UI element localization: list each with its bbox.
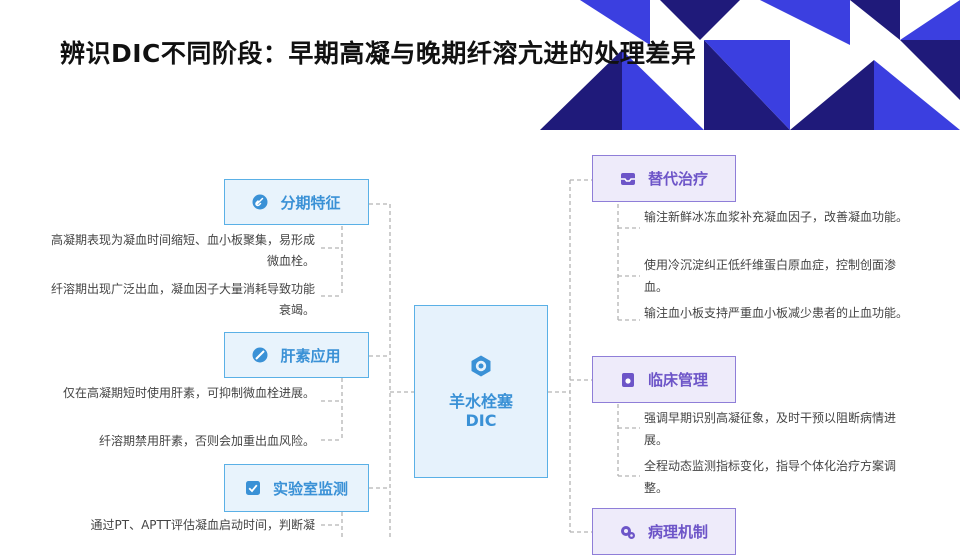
- leaf-text: 纤溶期禁用肝素，否则会加重出血风险。: [50, 431, 315, 452]
- hexagon-gear-icon: [469, 354, 493, 382]
- connector-leaves-4: [618, 204, 640, 320]
- link-icon: [252, 194, 268, 210]
- node-label: 临床管理: [648, 369, 708, 390]
- connector-leaves-2: [321, 378, 342, 440]
- node-tidai-zhiliao: 替代治疗: [592, 155, 736, 202]
- leaf-text: 输注血小板支持严重血小板减少患者的止血功能。: [644, 302, 916, 324]
- node-label: 病理机制: [648, 521, 708, 542]
- connector-leaves-1: [321, 226, 342, 296]
- node-linchuang-guanli: 临床管理: [592, 356, 736, 403]
- inbox-icon: [620, 171, 636, 187]
- node-label: 肝素应用: [280, 345, 340, 366]
- leaf-text: 输注新鲜冰冻血浆补充凝血因子，改善凝血功能。: [644, 206, 916, 228]
- leaf-text: 仅在高凝期短时使用肝素，可抑制微血栓进展。: [50, 383, 315, 404]
- leaf-text: 使用冷沉淀纠正低纤维蛋白原血症，控制创面渗血。: [644, 254, 916, 298]
- node-shiyanshi-jiance: 实验室监测: [224, 464, 369, 512]
- node-label: 替代治疗: [648, 168, 708, 189]
- leaf-text: 纤溶期出现广泛出血，凝血因子大量消耗导致功能衰竭。: [50, 279, 315, 321]
- leaf-text: 高凝期表现为凝血时间缩短、血小板聚集，易形成微血栓。: [50, 230, 315, 272]
- leaf-text: 全程动态监测指标变化，指导个体化治疗方案调整。: [644, 455, 916, 499]
- checkbox-icon: [245, 480, 261, 496]
- card-icon: [620, 372, 636, 388]
- connector-leaves-3: [321, 512, 342, 540]
- node-label: 分期特征: [280, 192, 340, 213]
- leaf-text: 强调早期识别高凝征象，及时干预以阻断病情进展。: [644, 407, 916, 451]
- node-bingli-jizhi: 病理机制: [592, 508, 736, 555]
- gears-icon: [620, 524, 636, 540]
- connector-leaves-5: [618, 404, 640, 476]
- leaf-text: 通过PT、APTT评估凝血启动时间，判断凝: [50, 515, 315, 536]
- node-fenqi-tezheng: 分期特征: [224, 179, 369, 225]
- center-title: 羊水栓塞: [449, 392, 513, 411]
- node-gansu-yingyong: 肝素应用: [224, 332, 369, 378]
- node-label: 实验室监测: [273, 478, 348, 499]
- tablet-icon: [252, 347, 268, 363]
- center-node: 羊水栓塞 DIC: [414, 305, 548, 478]
- center-subtitle: DIC: [466, 411, 497, 430]
